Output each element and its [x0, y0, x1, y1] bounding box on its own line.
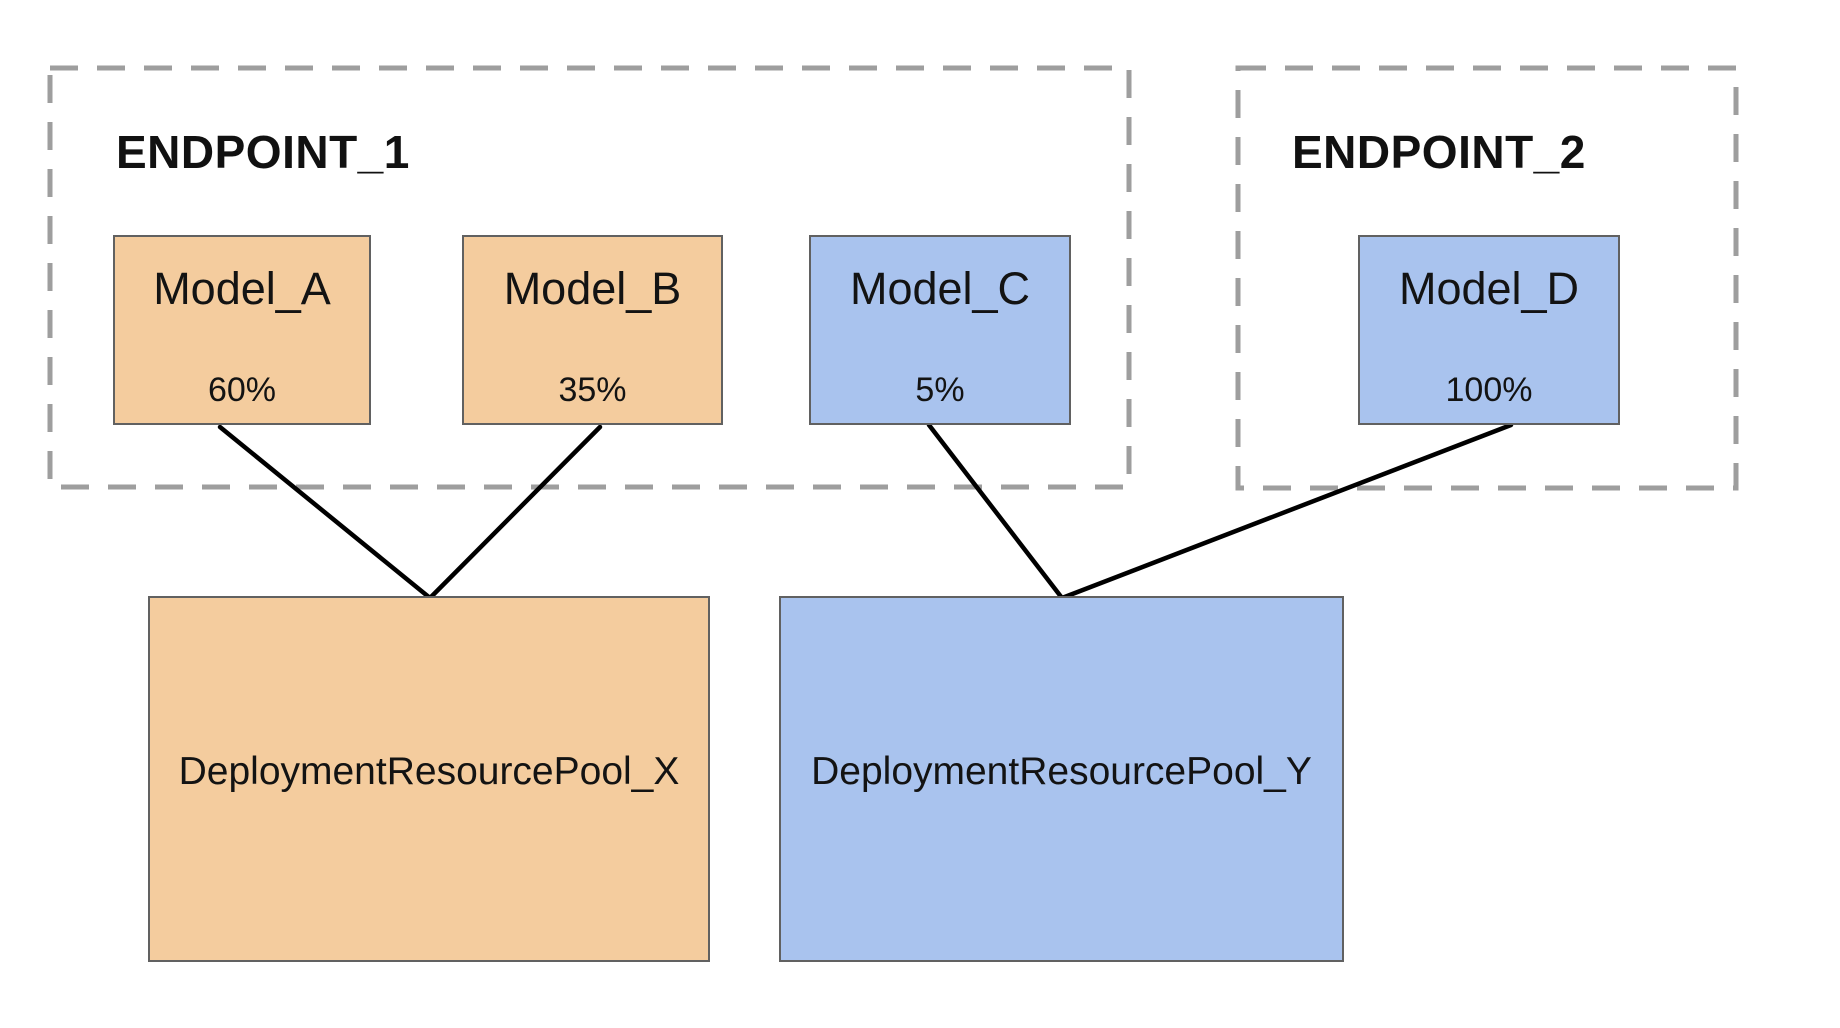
connector-model-b-to-pool-x	[427, 424, 603, 601]
deployment-resource-pool-x-box: DeploymentResourcePool_X	[148, 596, 710, 962]
connector-model-d-to-pool-y	[1059, 422, 1514, 601]
model-d-traffic-split: 100%	[1445, 371, 1533, 409]
deployment-resource-pool-x-name: DeploymentResourcePool_X	[178, 750, 680, 793]
model-a-name: Model_A	[153, 263, 331, 314]
endpoint-2-label: ENDPOINT_2	[1292, 126, 1586, 178]
model-b-box: Model_B 35%	[462, 235, 723, 425]
deployment-resource-pool-y-name: DeploymentResourcePool_Y	[811, 750, 1312, 793]
model-c-box: Model_C 5%	[809, 235, 1071, 425]
model-c-name: Model_C	[849, 263, 1031, 314]
endpoint-2-boundary	[1235, 65, 1739, 491]
model-b-traffic-split: 35%	[558, 371, 627, 409]
model-b-name: Model_B	[503, 263, 682, 314]
model-c-traffic-split: 5%	[915, 371, 965, 409]
deployment-resource-pool-y-box: DeploymentResourcePool_Y	[779, 596, 1344, 962]
model-a-box: Model_A 60%	[113, 235, 371, 425]
model-a-traffic-split: 60%	[207, 371, 277, 409]
model-d-box: Model_D 100%	[1358, 235, 1620, 425]
connector-model-c-to-pool-y	[926, 422, 1065, 601]
endpoint-1-boundary	[47, 65, 1132, 490]
endpoint-1-label: ENDPOINT_1	[116, 126, 410, 178]
model-d-name: Model_D	[1398, 263, 1580, 314]
connector-model-a-to-pool-x	[217, 424, 433, 601]
